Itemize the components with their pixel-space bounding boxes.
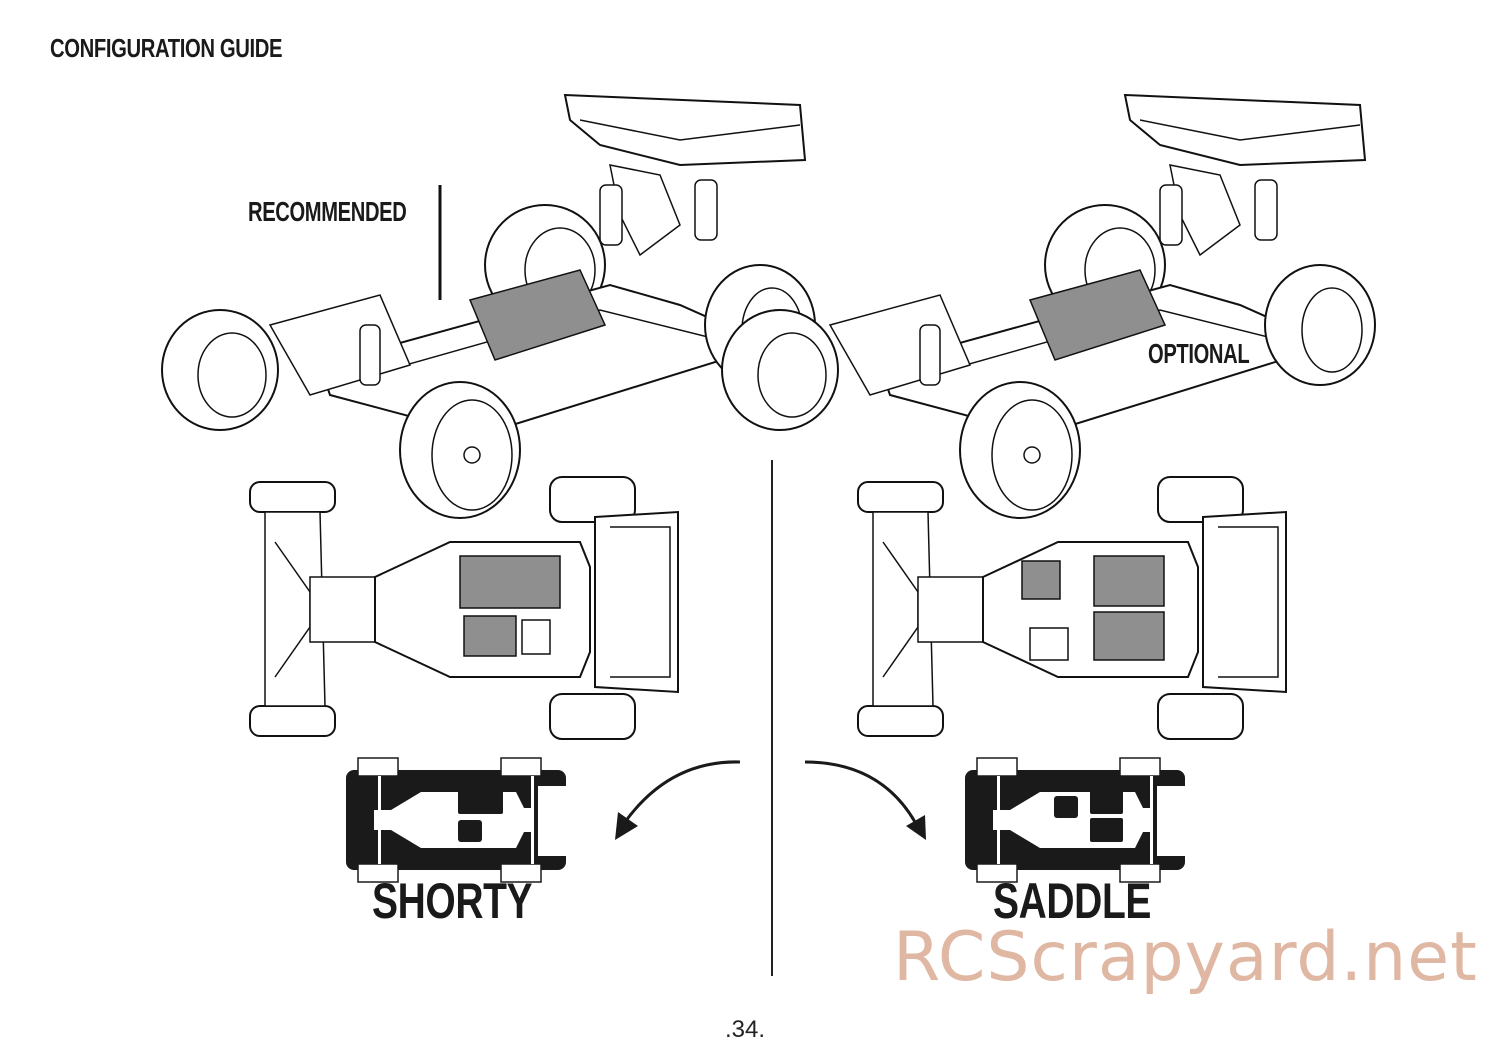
arrow-to-shorty-icon xyxy=(615,760,741,840)
saddle-layout-icon xyxy=(964,757,1186,883)
shorty-layout-icon xyxy=(345,757,567,883)
battery-shorty xyxy=(459,555,561,609)
optional-buggy-perspective xyxy=(721,94,1376,519)
battery-saddle-2 xyxy=(1093,611,1165,661)
watermark: RCScrapyard.net xyxy=(893,918,1478,997)
optional-label: OPTIONAL xyxy=(1148,338,1250,369)
esc-shorty xyxy=(463,615,517,657)
recommended-label: RECOMMENDED xyxy=(248,196,407,227)
saddle-top-view xyxy=(857,476,1287,740)
battery-saddle-1 xyxy=(1093,555,1165,607)
esc-saddle xyxy=(1021,560,1061,600)
page-number: .34. xyxy=(725,1016,766,1043)
page-title: CONFIGURATION GUIDE xyxy=(50,33,283,63)
arrow-to-saddle-icon xyxy=(804,760,926,840)
saddle-label: SADDLE xyxy=(993,873,1152,929)
shorty-label: SHORTY xyxy=(372,873,533,929)
shorty-top-view xyxy=(249,476,679,740)
recommended-buggy-perspective xyxy=(161,94,816,519)
